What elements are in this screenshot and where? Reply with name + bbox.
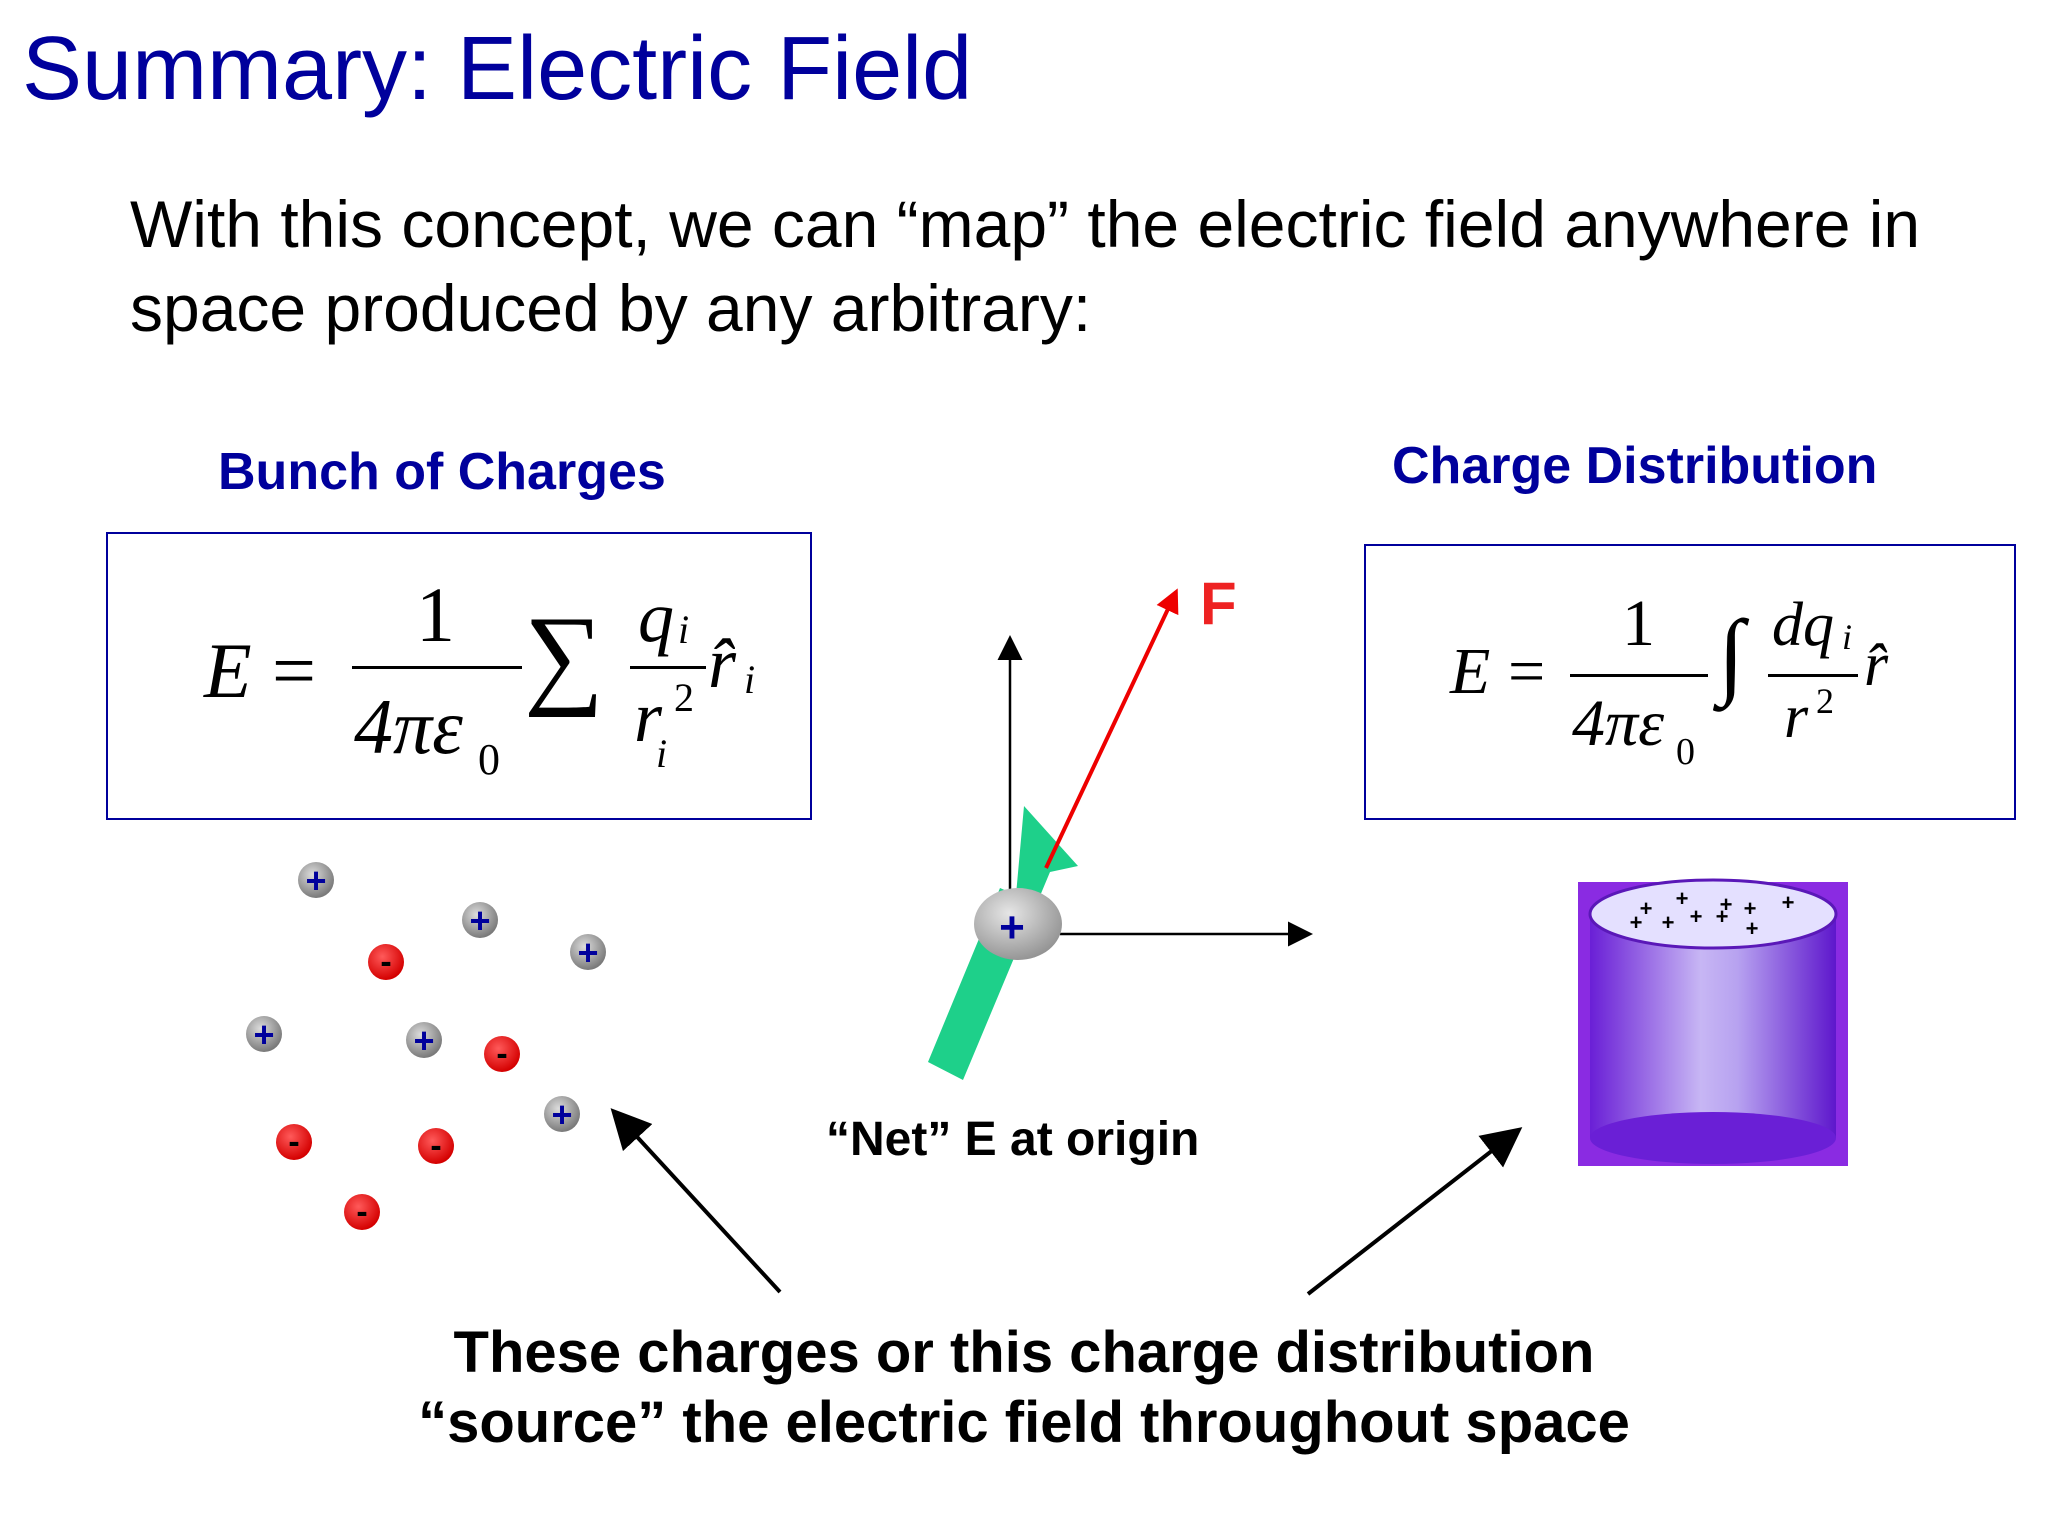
formula-denominator: 4πε bbox=[1572, 687, 1665, 760]
formula-r: r bbox=[634, 677, 663, 757]
force-arrow bbox=[1044, 588, 1179, 869]
formula-box-discrete: E = 1 4πε 0 ∑ q i r 2 i r̂ i bbox=[106, 532, 812, 820]
svg-text:-: - bbox=[288, 1123, 299, 1161]
formula-denominator-sub: 0 bbox=[478, 735, 500, 784]
positive-charge: + bbox=[406, 1020, 442, 1061]
formula-equals: = bbox=[272, 627, 316, 714]
test-charge-sign: + bbox=[999, 903, 1025, 952]
footer-line-1: These charges or this charge distributio… bbox=[453, 1320, 1595, 1385]
svg-text:-: - bbox=[496, 1035, 507, 1073]
formula-continuous: E = 1 4πε 0 ∫ dq i r 2 r̂ bbox=[1366, 546, 2014, 818]
formula-denominator-sub: 0 bbox=[1676, 731, 1695, 773]
heading-bunch-of-charges: Bunch of Charges bbox=[218, 443, 666, 501]
formula-lhs: E bbox=[204, 627, 252, 714]
svg-text:+: + bbox=[469, 900, 490, 941]
formula-numerator: 1 bbox=[416, 571, 455, 658]
pointer-arrow-left bbox=[610, 1108, 782, 1294]
charge-distribution-cylinder: + + + + + + + + + + bbox=[1578, 878, 1848, 1166]
cylinder-charge: + bbox=[1716, 904, 1729, 929]
footer-line-2: “source” the electric field throughout s… bbox=[418, 1390, 1630, 1455]
coordinate-axes bbox=[997, 635, 1313, 947]
formula-lhs: E bbox=[1450, 635, 1491, 708]
test-charge: + bbox=[974, 888, 1062, 960]
unit-vector-sub: i bbox=[744, 657, 756, 702]
cylinder-charge: + bbox=[1720, 892, 1733, 917]
formula-r-sup: 2 bbox=[1816, 681, 1834, 721]
net-e-caption: “Net” E at origin bbox=[826, 1113, 1200, 1166]
svg-text:-: - bbox=[380, 943, 391, 981]
cylinder-charge: + bbox=[1640, 896, 1653, 921]
svg-text:+: + bbox=[577, 932, 598, 973]
negative-charge: - bbox=[344, 1193, 380, 1231]
cylinder-charge: + bbox=[1746, 916, 1759, 941]
cylinder-charge: + bbox=[1662, 910, 1675, 935]
formula-discrete: E = 1 4πε 0 ∑ q i r 2 i r̂ i bbox=[108, 534, 810, 818]
heading-charge-distribution: Charge Distribution bbox=[1392, 437, 1878, 495]
force-label: F bbox=[1200, 570, 1237, 637]
cylinder-charge: + bbox=[1690, 904, 1703, 929]
negative-charge: - bbox=[418, 1127, 454, 1165]
formula-q: q bbox=[638, 577, 674, 657]
svg-text:+: + bbox=[305, 860, 326, 901]
slide-title: Summary: Electric Field bbox=[22, 19, 973, 119]
formula-box-continuous: E = 1 4πε 0 ∫ dq i r 2 r̂ bbox=[1364, 544, 2016, 820]
svg-text:+: + bbox=[551, 1094, 572, 1135]
positive-charge: + bbox=[544, 1094, 580, 1135]
integral-operator: ∫ bbox=[1718, 600, 1745, 707]
positive-charge: + bbox=[570, 932, 606, 973]
svg-text:-: - bbox=[430, 1127, 441, 1165]
negative-charge: - bbox=[276, 1123, 312, 1161]
charge-cluster: + + + + + + - - - - - bbox=[246, 860, 606, 1231]
inner-fraction-bar bbox=[1768, 674, 1858, 677]
svg-text:+: + bbox=[253, 1014, 274, 1055]
pointer-arrow-right bbox=[1306, 1127, 1523, 1296]
svg-text:-: - bbox=[356, 1193, 367, 1231]
unit-vector-r: r̂ bbox=[1864, 631, 1889, 699]
formula-denominator: 4πε bbox=[354, 683, 463, 770]
sum-operator: ∑ bbox=[524, 594, 604, 718]
cylinder-charge: + bbox=[1676, 886, 1689, 911]
svg-text:+: + bbox=[413, 1020, 434, 1061]
intro-text: With this concept, we can “map” the elec… bbox=[130, 187, 1921, 345]
formula-dq-sub: i bbox=[1842, 617, 1853, 657]
formula-q-sub: i bbox=[678, 607, 690, 652]
formula-equals: = bbox=[1508, 635, 1546, 708]
negative-charge: - bbox=[484, 1035, 520, 1073]
positive-charge: + bbox=[298, 860, 334, 901]
positive-charge: + bbox=[462, 900, 498, 941]
inner-fraction-bar bbox=[630, 666, 706, 669]
fraction-bar bbox=[352, 666, 522, 669]
positive-charge: + bbox=[246, 1014, 282, 1055]
cylinder-charge: + bbox=[1782, 890, 1795, 915]
formula-r: r bbox=[1784, 683, 1809, 751]
formula-dq: dq bbox=[1772, 591, 1834, 659]
formula-r-sup: 2 bbox=[674, 675, 694, 720]
fraction-bar bbox=[1570, 674, 1708, 677]
cylinder-charge: + bbox=[1744, 896, 1757, 921]
negative-charge: - bbox=[368, 943, 404, 981]
footer-text: These charges or this charge distributio… bbox=[0, 1318, 2048, 1458]
formula-r-sub: i bbox=[656, 731, 668, 776]
unit-vector-r: r̂ bbox=[708, 623, 737, 703]
cylinder-charge: + bbox=[1630, 910, 1643, 935]
formula-numerator: 1 bbox=[1622, 587, 1655, 660]
